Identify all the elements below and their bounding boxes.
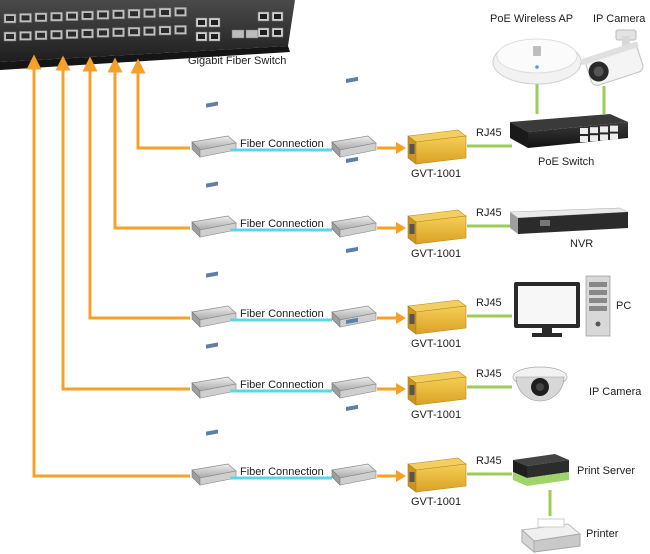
uplink-line <box>130 58 190 150</box>
ip-camera-top-label: IP Camera <box>593 13 646 25</box>
device-label: PoE Switch <box>538 156 594 168</box>
device-label: PC <box>616 300 631 312</box>
uplink-line <box>26 54 190 478</box>
converter-label: GVT-1001 <box>411 338 461 350</box>
converter-label: GVT-1001 <box>411 409 461 421</box>
gvt-1001-converter <box>407 457 467 493</box>
fiber-connection-label: Fiber Connection <box>240 379 324 391</box>
device-label: IP Camera <box>589 386 642 398</box>
gvt-1001-converter <box>407 129 467 165</box>
sfp-module <box>331 76 377 158</box>
end-device <box>514 275 611 337</box>
uplink-lines <box>26 54 190 478</box>
fiber-connection-label: Fiber Connection <box>240 138 324 150</box>
sfp-module <box>191 342 237 399</box>
rj45-label: RJ45 <box>476 127 502 139</box>
arrow-head <box>396 312 406 324</box>
poe-wireless-ap <box>492 38 582 85</box>
end-device <box>513 454 569 486</box>
uplink-line <box>107 57 190 230</box>
converter-label: GVT-1001 <box>411 496 461 508</box>
arrow-head <box>396 383 406 395</box>
arrow-head <box>396 470 406 482</box>
fiber-connection-label: Fiber Connection <box>240 308 324 320</box>
rj45-label: RJ45 <box>476 297 502 309</box>
sfp-module <box>331 246 377 328</box>
uplink-line <box>55 55 190 391</box>
gigabit-fiber-switch <box>0 0 295 70</box>
switch-label: Gigabit Fiber Switch <box>188 55 286 67</box>
arrow-head <box>396 222 406 234</box>
gvt-1001-converter <box>407 299 467 335</box>
sfp-module <box>191 101 237 158</box>
end-device <box>509 207 629 234</box>
printer-label: Printer <box>586 528 619 540</box>
sfp-module <box>331 404 377 486</box>
sfp-module <box>331 317 377 399</box>
sfp-module <box>191 181 237 238</box>
uplink-line <box>82 56 190 320</box>
gvt-1001-converter <box>407 209 467 245</box>
fiber-connection-label: Fiber Connection <box>240 466 324 478</box>
rj45-label: RJ45 <box>476 455 502 467</box>
gvt-1001-converter <box>407 370 467 406</box>
converter-label: GVT-1001 <box>411 168 461 180</box>
end-device <box>510 114 628 148</box>
end-device <box>512 366 568 402</box>
converter-label: GVT-1001 <box>411 248 461 260</box>
device-label: NVR <box>570 238 593 250</box>
device-label: Print Server <box>577 465 635 477</box>
sfp-module <box>191 429 237 486</box>
fiber-connection-label: Fiber Connection <box>240 218 324 230</box>
rj45-label: RJ45 <box>476 207 502 219</box>
arrow-head <box>396 142 406 154</box>
sfp-module <box>331 156 377 238</box>
poe-wireless-ap-label: PoE Wireless AP <box>490 13 573 25</box>
ip-camera-top <box>580 29 644 86</box>
printer <box>520 518 582 554</box>
sfp-module <box>191 271 237 328</box>
rj45-label: RJ45 <box>476 368 502 380</box>
